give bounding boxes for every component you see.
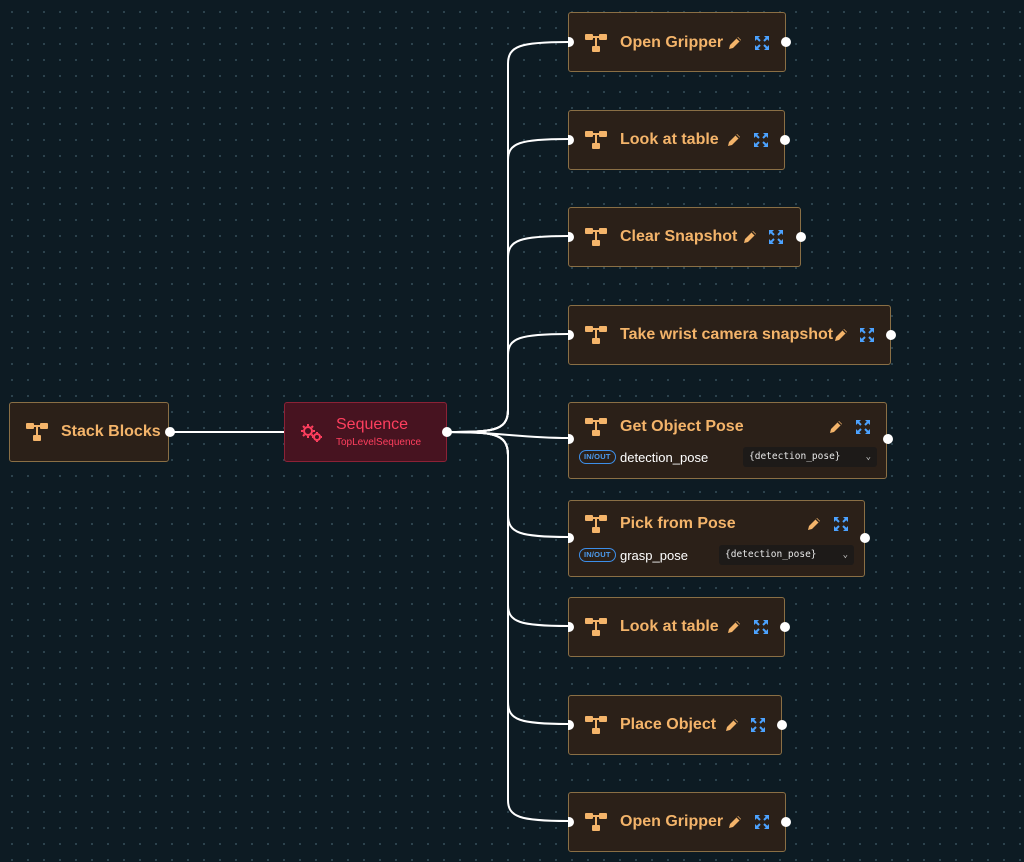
output-handle[interactable] — [781, 37, 791, 47]
port-row: IN/OUT grasp_pose {detection_pose} ⌄ — [579, 545, 854, 567]
expand-icon[interactable] — [855, 419, 871, 435]
output-handle[interactable] — [165, 427, 175, 437]
port-value: {detection_pose} — [749, 451, 841, 462]
tree-branch-icon — [585, 618, 607, 636]
input-handle[interactable] — [568, 533, 574, 543]
node-label: Look at table — [620, 618, 719, 635]
gears-icon — [301, 424, 322, 442]
node-place-object[interactable]: Place Object — [568, 695, 787, 755]
edit-pencil-icon[interactable] — [833, 327, 849, 343]
edge-sequence-to-child-4 — [445, 333, 569, 433]
port-row: IN/OUT detection_pose {detection_pose} ⌄ — [579, 447, 877, 469]
output-handle[interactable] — [883, 434, 893, 444]
expand-icon[interactable] — [753, 132, 769, 148]
edge-sequence-to-child-9 — [445, 431, 569, 822]
node-look-at-table[interactable]: Look at table — [568, 597, 790, 657]
tree-branch-icon — [585, 515, 607, 533]
node-look-at-table[interactable]: Look at table — [568, 110, 790, 170]
node-take-wrist-camera-snapshot[interactable]: Take wrist camera snapshot — [568, 305, 896, 365]
edit-pencil-icon[interactable] — [726, 132, 742, 148]
edit-pencil-icon[interactable] — [742, 229, 758, 245]
edge-sequence-to-child-6 — [445, 431, 569, 538]
input-handle[interactable] — [568, 817, 574, 827]
edit-pencil-icon[interactable] — [828, 419, 844, 435]
port-name: grasp_pose — [620, 548, 688, 563]
node-label: Pick from Pose — [620, 515, 736, 532]
node-clear-snapshot[interactable]: Clear Snapshot — [568, 207, 806, 267]
node-label: Place Object — [620, 716, 717, 733]
node-sequence[interactable]: Sequence TopLevelSequence — [284, 402, 452, 462]
output-handle[interactable] — [860, 533, 870, 543]
edge-sequence-to-child-2 — [445, 138, 569, 433]
node-stack-blocks[interactable]: Stack Blocks — [9, 402, 175, 462]
output-handle[interactable] — [442, 427, 452, 437]
node-label: Sequence — [336, 416, 409, 433]
output-handle[interactable] — [781, 817, 791, 827]
output-handle[interactable] — [780, 135, 790, 145]
edge-sequence-to-child-8 — [445, 431, 569, 725]
port-name: detection_pose — [620, 450, 709, 465]
edge-sequence-to-child-1 — [445, 41, 569, 433]
node-get-object-pose[interactable]: Get Object Pose IN/OUT detection_pose {d… — [568, 402, 893, 479]
node-pick-from-pose[interactable]: Pick from Pose IN/OUT grasp_pose {detect… — [568, 500, 870, 577]
input-handle[interactable] — [568, 135, 574, 145]
node-open-gripper[interactable]: Open Gripper — [568, 792, 791, 852]
input-handle[interactable] — [568, 330, 574, 340]
edit-pencil-icon[interactable] — [726, 619, 742, 635]
node-open-gripper[interactable]: Open Gripper — [568, 12, 791, 72]
output-handle[interactable] — [780, 622, 790, 632]
node-label: Open Gripper — [620, 34, 724, 51]
tree-branch-icon — [585, 813, 607, 831]
node-label: Clear Snapshot — [620, 228, 738, 245]
tree-branch-icon — [585, 418, 607, 436]
port-value: {detection_pose} — [725, 549, 817, 560]
tree-branch-icon — [585, 326, 607, 344]
tree-branch-icon — [26, 423, 48, 441]
io-badge: IN/OUT — [579, 548, 616, 562]
edit-pencil-icon[interactable] — [724, 717, 740, 733]
edit-pencil-icon[interactable] — [727, 814, 743, 830]
node-label: Get Object Pose — [620, 418, 744, 435]
expand-icon[interactable] — [768, 229, 784, 245]
input-handle[interactable] — [568, 622, 574, 632]
node-sublabel: TopLevelSequence — [336, 437, 422, 448]
edge-sequence-to-child-5 — [445, 431, 569, 439]
output-handle[interactable] — [777, 720, 787, 730]
edge-sequence-to-child-3 — [445, 235, 569, 433]
node-label: Stack Blocks — [61, 423, 161, 440]
edit-pencil-icon[interactable] — [806, 516, 822, 532]
expand-icon[interactable] — [754, 35, 770, 51]
expand-icon[interactable] — [754, 814, 770, 830]
tree-branch-icon — [585, 228, 607, 246]
chevron-down-icon: ⌄ — [865, 452, 871, 462]
output-handle[interactable] — [886, 330, 896, 340]
port-value-select[interactable]: {detection_pose} ⌄ — [719, 545, 854, 565]
chevron-down-icon: ⌄ — [842, 550, 848, 560]
tree-branch-icon — [585, 34, 607, 52]
edge-sequence-to-child-7 — [445, 431, 569, 627]
node-label: Open Gripper — [620, 813, 724, 830]
io-badge: IN/OUT — [579, 450, 616, 464]
port-value-select[interactable]: {detection_pose} ⌄ — [743, 447, 877, 467]
tree-branch-icon — [585, 131, 607, 149]
tree-branch-icon — [585, 716, 607, 734]
output-handle[interactable] — [796, 232, 806, 242]
input-handle[interactable] — [568, 720, 574, 730]
node-label: Look at table — [620, 131, 719, 148]
edit-pencil-icon[interactable] — [727, 35, 743, 51]
expand-icon[interactable] — [750, 717, 766, 733]
input-handle[interactable] — [568, 232, 574, 242]
expand-icon[interactable] — [859, 327, 875, 343]
expand-icon[interactable] — [753, 619, 769, 635]
node-label: Take wrist camera snapshot — [620, 326, 834, 343]
input-handle[interactable] — [568, 37, 574, 47]
input-handle[interactable] — [568, 434, 574, 444]
expand-icon[interactable] — [833, 516, 849, 532]
